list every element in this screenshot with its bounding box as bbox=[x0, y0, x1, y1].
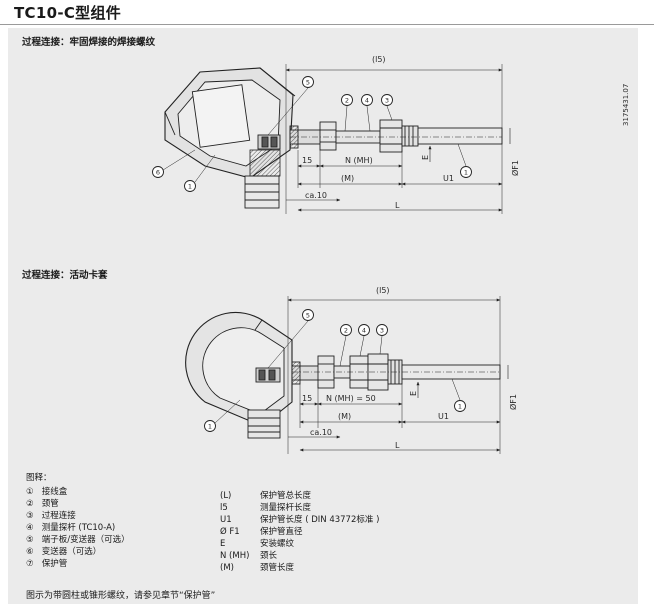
legend-text: 端子板/变送器（可选） bbox=[41, 535, 130, 545]
dim-f1: ØF1 bbox=[510, 160, 520, 176]
footnote: 图示为带圆柱或锥形螺纹，请参见章节“保护管” bbox=[26, 591, 216, 601]
symbol: N (MH) bbox=[220, 551, 250, 561]
callout2-3: 3 bbox=[380, 327, 384, 335]
legend-item: ② 颈管 bbox=[26, 497, 59, 509]
legend-num: ② bbox=[26, 499, 34, 509]
callout-1b: 1 bbox=[464, 169, 468, 177]
callout2-4: 4 bbox=[362, 327, 366, 335]
symbol: E bbox=[220, 539, 226, 549]
dim-n: N (MH) bbox=[345, 156, 373, 165]
legend-item: ⑦ 保护管 bbox=[26, 557, 67, 569]
dim2-l: L bbox=[395, 441, 400, 450]
dim2-u1: U1 bbox=[438, 412, 449, 421]
legend-item: ⑤ 端子板/变送器（可选） bbox=[26, 533, 130, 545]
legend-num: ⑥ bbox=[26, 547, 34, 557]
legend-text: 保护管 bbox=[41, 559, 68, 569]
symbol-text: 保护管直径 bbox=[260, 527, 303, 537]
callout-6: 6 bbox=[156, 169, 160, 177]
symbol-item: U1 保护管长度 ( DIN 43772标准 ) bbox=[220, 513, 379, 525]
legend-text: 接线盒 bbox=[41, 487, 68, 497]
section-heading-compression: 过程连接：活动卡套 bbox=[22, 270, 108, 281]
dim2-f1: ØF1 bbox=[508, 394, 518, 410]
symbol-text: 保护管长度 ( DIN 43772标准 ) bbox=[260, 515, 380, 525]
dim2-n: N (MH) = 50 bbox=[326, 394, 376, 403]
symbol-item: E 安装螺纹 bbox=[220, 537, 294, 549]
title-divider bbox=[0, 24, 654, 25]
symbol: l5 bbox=[220, 503, 228, 513]
symbol-text: 颈长 bbox=[260, 551, 278, 561]
legend-num: ⑦ bbox=[26, 559, 34, 569]
symbol-text: 测量探杆长度 bbox=[260, 503, 312, 513]
connection-head bbox=[164, 67, 296, 209]
dim-m: (M) bbox=[341, 174, 354, 183]
legend-item: ③ 过程连接 bbox=[26, 509, 76, 521]
section-heading-welded: 过程连接：牢固焊接的焊接螺纹 bbox=[22, 37, 156, 48]
symbol-item: l5 测量探杆长度 bbox=[220, 501, 311, 513]
legend-item: ⑥ 变送器（可选） bbox=[26, 545, 101, 557]
symbol-item: (M) 颈管长度 bbox=[220, 561, 294, 573]
legend-text: 颈管 bbox=[41, 499, 59, 509]
legend-num: ⑤ bbox=[26, 535, 34, 545]
dim-l5: (l5) bbox=[372, 55, 386, 64]
callout2-2: 2 bbox=[344, 327, 348, 335]
dim2-e: E bbox=[409, 391, 418, 396]
dim2-m: (M) bbox=[338, 412, 351, 421]
symbol-text: 安装螺纹 bbox=[260, 539, 295, 549]
callout-2: 2 bbox=[345, 97, 349, 105]
dim-l: L bbox=[395, 201, 400, 210]
symbol: U1 bbox=[220, 515, 232, 525]
callout-3: 3 bbox=[385, 97, 389, 105]
drawing-compression bbox=[185, 296, 509, 454]
dim-15: 15 bbox=[302, 156, 312, 165]
legend-text: 过程连接 bbox=[41, 511, 76, 521]
legend-item: ④ 测量探杆 (TC10-A) bbox=[26, 521, 115, 533]
callout2-1b: 1 bbox=[458, 403, 462, 411]
symbol-text: 保护管总长度 bbox=[260, 491, 312, 501]
callout2-1: 1 bbox=[208, 423, 212, 431]
callout2-5: 5 bbox=[306, 312, 310, 320]
doc-number: 3175431.07 bbox=[622, 84, 630, 126]
dim2-15: 15 bbox=[302, 394, 312, 403]
dim2-ca10: ca.10 bbox=[310, 428, 332, 437]
legend-text: 测量探杆 (TC10-A) bbox=[41, 523, 116, 533]
callout-4: 4 bbox=[365, 97, 369, 105]
drawing-welded bbox=[152, 64, 511, 214]
legend-num: ③ bbox=[26, 511, 34, 521]
symbol: Ø F1 bbox=[220, 527, 240, 537]
symbol: (M) bbox=[220, 563, 234, 573]
dim-ca10: ca.10 bbox=[305, 191, 327, 200]
page-title: TC10-C型组件 bbox=[14, 4, 122, 22]
legend-text: 变送器（可选） bbox=[41, 547, 102, 557]
dim-u1: U1 bbox=[443, 174, 454, 183]
legend-num: ④ bbox=[26, 523, 34, 533]
legend-item: ① 接线盒 bbox=[26, 485, 67, 497]
symbol-item: Ø F1 保护管直径 bbox=[220, 525, 303, 537]
dim-e: E bbox=[421, 155, 430, 160]
callout-1: 1 bbox=[188, 183, 192, 191]
symbol-text: 颈管长度 bbox=[260, 563, 295, 573]
legend-num: ① bbox=[26, 487, 34, 497]
callout-5: 5 bbox=[306, 79, 310, 87]
symbol-item: N (MH) 颈长 bbox=[220, 549, 277, 561]
symbol: (L) bbox=[220, 491, 232, 501]
legend-title: 图释： bbox=[26, 473, 52, 483]
symbol-item: (L) 保护管总长度 bbox=[220, 489, 311, 501]
dim2-l5: (l5) bbox=[376, 286, 390, 295]
